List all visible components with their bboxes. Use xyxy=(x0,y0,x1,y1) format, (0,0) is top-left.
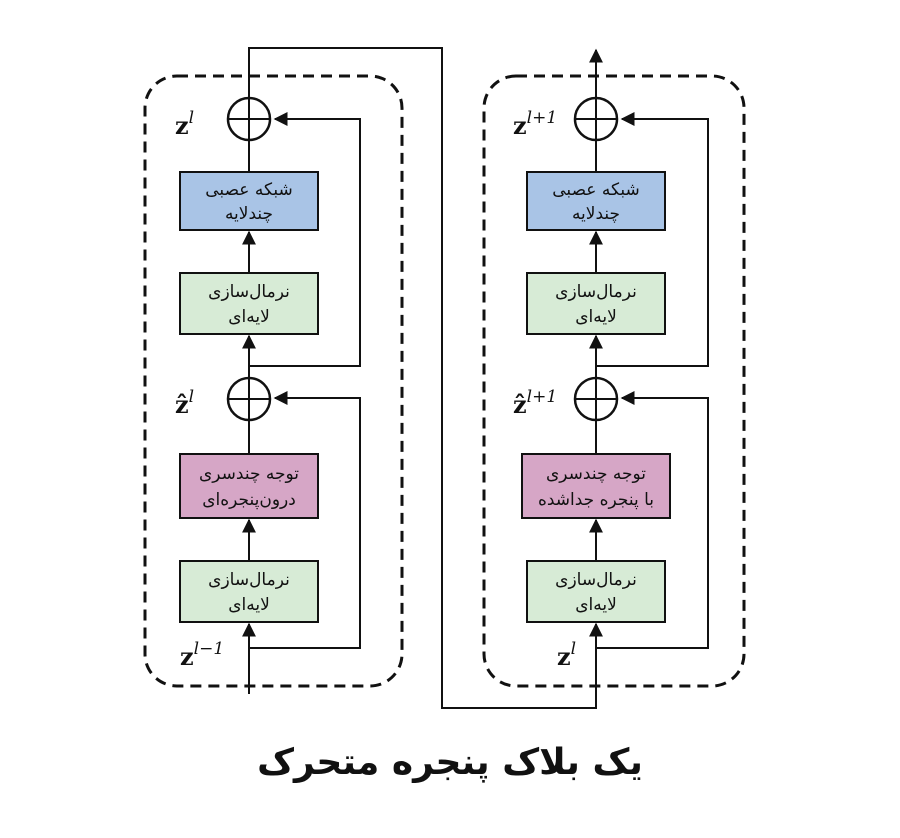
right-skip-connection-upper xyxy=(596,112,709,367)
left-attention-box: توجه چندسری درون‌پنجره‌ای xyxy=(179,453,319,519)
right-norm-bottom-line1: نرمال‌سازی xyxy=(555,570,637,590)
right-attention-line2: با پنجره جداشده xyxy=(538,490,654,510)
right-block: شبکه عصبی چندلایه نرمال‌سازی لایه‌ای توج… xyxy=(482,48,746,688)
right-input-var: zl xyxy=(557,639,576,671)
left-input-var: zl−1 xyxy=(180,639,224,671)
right-adder-mid xyxy=(573,376,619,422)
left-mid-var: ẑl xyxy=(175,387,194,419)
left-adder-mid xyxy=(226,376,272,422)
left-norm-bottom-box: نرمال‌سازی لایه‌ای xyxy=(179,560,319,623)
left-mlp-line2: چندلایه xyxy=(225,204,273,224)
right-norm-top-line2: لایه‌ای xyxy=(575,307,617,327)
left-mlp-box: شبکه عصبی چندلایه xyxy=(179,171,319,231)
right-attention-box: توجه چندسری با پنجره جداشده xyxy=(521,453,671,519)
left-norm-top-box: نرمال‌سازی لایه‌ای xyxy=(179,272,319,335)
left-dashed-frame xyxy=(143,74,404,688)
left-skip-connection-upper xyxy=(249,112,361,367)
left-norm-top-line2: لایه‌ای xyxy=(228,307,270,327)
left-norm-bottom-line2: لایه‌ای xyxy=(228,595,270,615)
right-skip-connection-lower xyxy=(596,391,709,649)
left-output-var: zl xyxy=(175,108,194,140)
right-norm-bottom-line2: لایه‌ای xyxy=(575,595,617,615)
right-norm-bottom-box: نرمال‌سازی لایه‌ای xyxy=(526,560,666,623)
right-mlp-line2: چندلایه xyxy=(572,204,620,224)
right-mlp-box: شبکه عصبی چندلایه xyxy=(526,171,666,231)
left-adder-top xyxy=(226,96,272,142)
diagram-caption: یک بلاک پنجره متحرک xyxy=(257,742,643,783)
left-block: شبکه عصبی چندلایه نرمال‌سازی لایه‌ای توج… xyxy=(143,74,404,694)
right-adder-top xyxy=(573,96,619,142)
inter-block-connector xyxy=(248,47,603,709)
left-norm-top-line1: نرمال‌سازی xyxy=(208,282,290,302)
right-output-var: zl+1 xyxy=(513,108,557,140)
right-norm-top-box: نرمال‌سازی لایه‌ای xyxy=(526,272,666,335)
left-mlp-line1: شبکه عصبی xyxy=(205,180,292,200)
right-attention-line1: توجه چندسری xyxy=(546,464,646,484)
right-mid-var: ẑl+1 xyxy=(513,387,557,419)
right-norm-top-line1: نرمال‌سازی xyxy=(555,282,637,302)
left-skip-connection-lower xyxy=(249,391,361,649)
left-attention-line2: درون‌پنجره‌ای xyxy=(202,490,296,510)
right-mlp-line1: شبکه عصبی xyxy=(552,180,639,200)
left-attention-line1: توجه چندسری xyxy=(199,464,299,484)
left-norm-bottom-line1: نرمال‌سازی xyxy=(208,570,290,590)
right-dashed-frame xyxy=(482,74,746,688)
